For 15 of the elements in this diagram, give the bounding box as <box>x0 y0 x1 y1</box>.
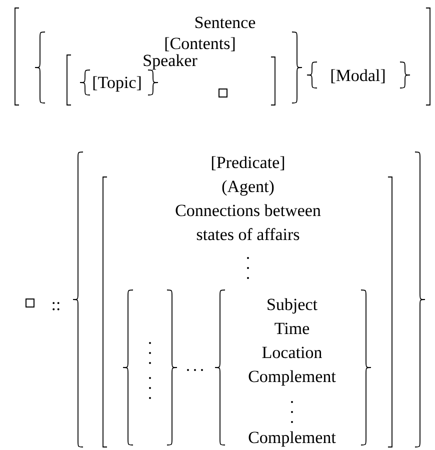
structure-label: Location <box>262 346 322 358</box>
structure-label: Subject <box>268 298 318 314</box>
structure-label: [Contents] <box>165 37 235 52</box>
structure-label: [Topic] <box>93 76 141 92</box>
separator-symbol: :: <box>52 302 60 310</box>
structure-label: [Modal] <box>331 69 385 84</box>
structure-label: Complement <box>248 370 336 386</box>
structure-label: Complement <box>248 431 336 447</box>
structure-label: Time <box>274 322 310 334</box>
structure-label: Sentence <box>195 16 256 28</box>
structure-label: [Predicate] <box>212 156 284 170</box>
structure-label: (Agent) <box>222 180 274 196</box>
structure-label: states of affairs <box>196 228 300 240</box>
structure-label: Speaker <box>144 54 198 70</box>
structure-label: Connections between <box>176 204 321 216</box>
